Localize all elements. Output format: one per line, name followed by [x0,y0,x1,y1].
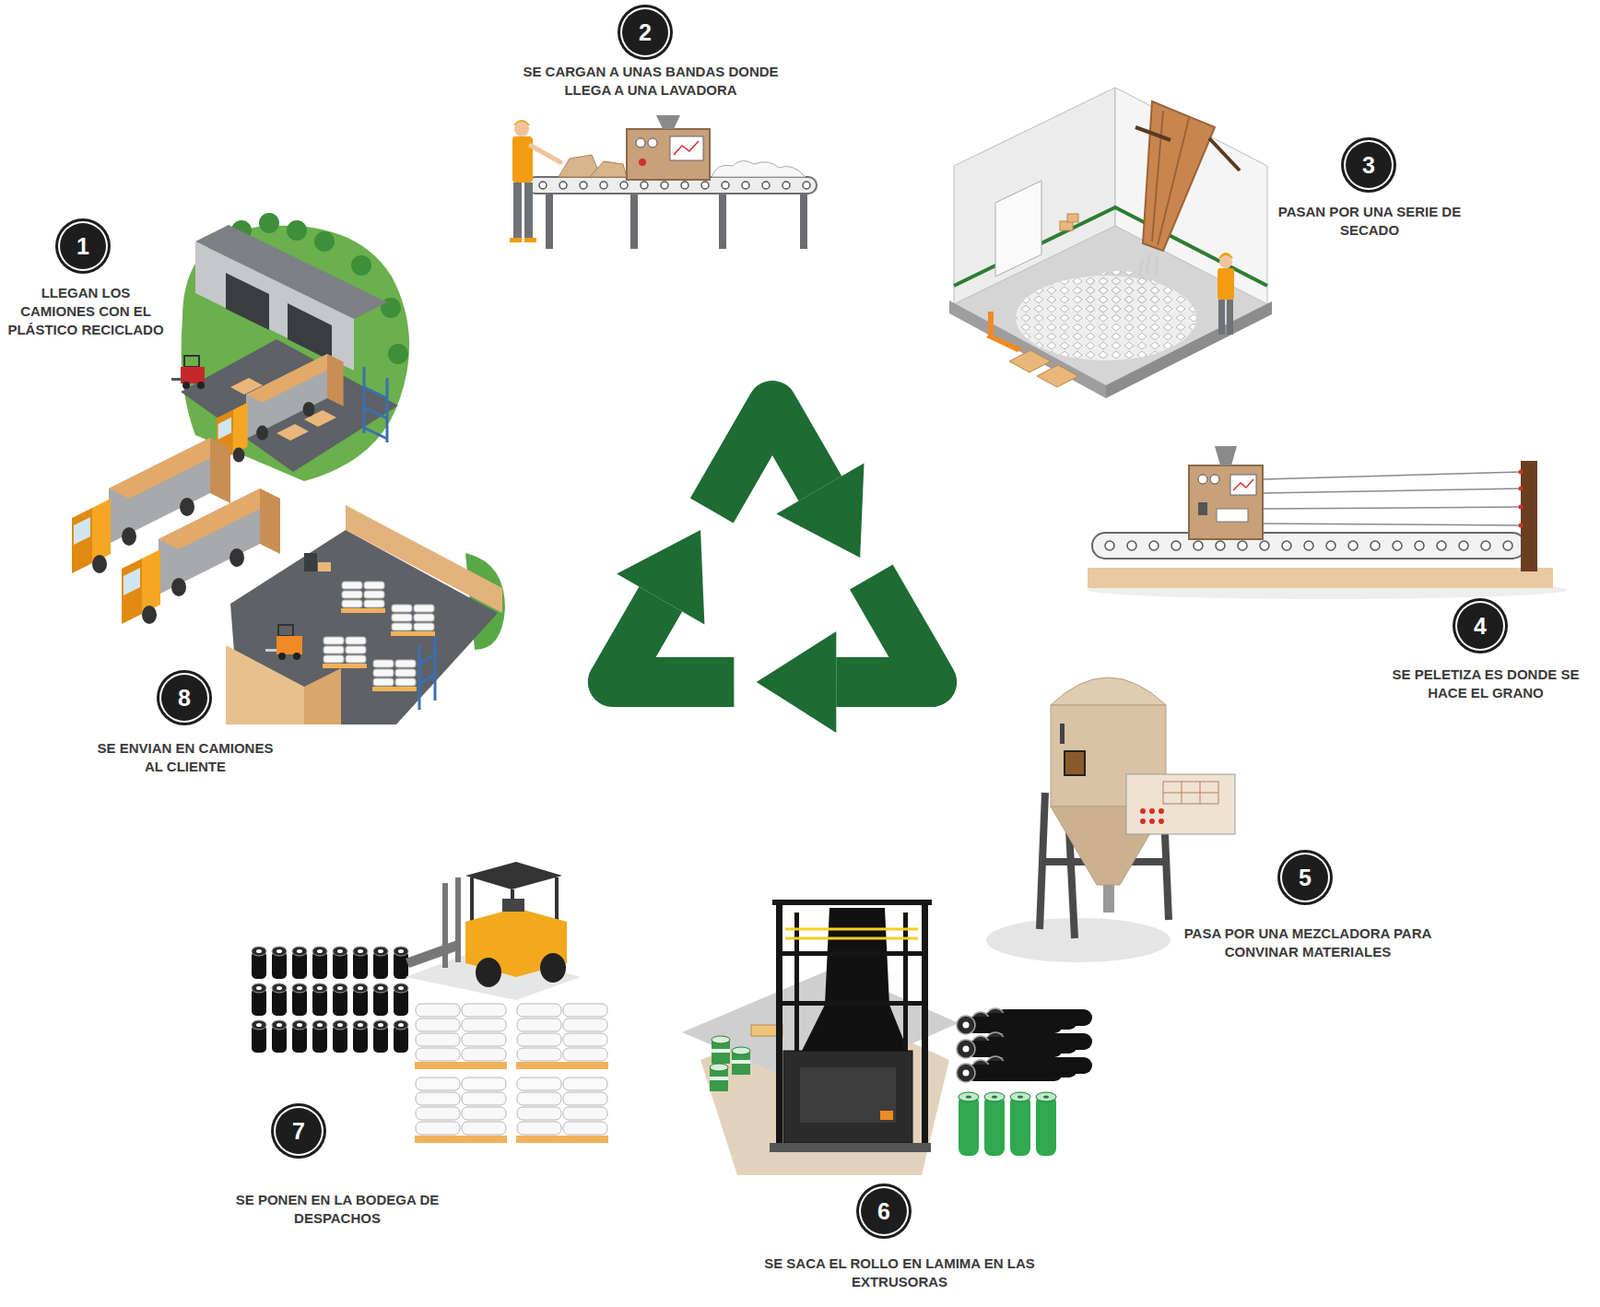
callout-number: 1 [76,235,90,259]
step-number-circle: 4 [1457,602,1504,649]
step-caption: SE PONEN EN LA BODEGA DE DESPACHOS [226,1190,448,1228]
process-step: 4 SE PELETIZA ES DONDE SE HACE EL GRANO [1382,602,1589,703]
step-caption: PASA POR UNA MEZCLADORA PARA CONVINAR MA… [1183,924,1433,962]
process-step: 2 SE CARGAN A UNAS BANDAS DONDE LLEGA A U… [512,9,789,100]
shipping-dock [71,437,506,725]
step-caption: SE ENVIAN EN CAMIONES AL CLIENTE [93,739,278,777]
callout-number: 8 [177,686,191,710]
step-number-circle: 7 [275,1107,322,1154]
step-caption: SE PELETIZA ES DONDE SE HACE EL GRANO [1382,665,1589,703]
step-number-circle: 2 [622,9,669,56]
dispatch-storage [248,861,609,1143]
process-step: 1LLEGAN LOS CAMIONES CON EL PLÁSTICO REC… [7,223,165,340]
mixer [986,677,1236,963]
callout-number: 3 [1362,153,1376,177]
callout-number: 5 [1298,866,1312,890]
process-step: 8 SE ENVIAN EN CAMIONES AL CLIENTE [93,674,278,777]
recycle-symbol [566,405,963,762]
step-number-circle: 3 [1345,141,1392,189]
step-caption: SE SACA EL ROLLO EN LAMIMA EN LAS EXTRUS… [761,1254,1038,1292]
step-number-circle: 8 [161,674,208,721]
step-caption: SE CARGAN A UNAS BANDAS DONDE LLEGA A UN… [512,62,789,100]
process-step: 3PASAN POR UNA SERIE DE SECADO [1268,141,1471,240]
callout-number: 7 [292,1119,306,1143]
step-number-circle: 6 [860,1188,907,1235]
step-caption: PASAN POR UNA SERIE DE SECADO [1268,202,1471,240]
process-step: 7 SE PONEN EN LA BODEGA DE DESPACHOS [226,1107,448,1228]
process-step: 5PASA POR UNA MEZCLADORA PARA CONVINAR M… [1183,854,1433,962]
drying-room [949,87,1272,399]
step-number-circle: 5 [1282,854,1329,901]
step-number-circle: 1 [59,223,106,270]
extruder [682,899,1093,1176]
callout-number: 2 [638,21,652,45]
step-caption: LLEGAN LOS CAMIONES CON EL PLÁSTICO RECI… [7,283,165,340]
conveyor-washer [509,115,817,249]
callout-number: 6 [877,1200,891,1224]
pelletizer [1087,446,1567,600]
process-step: 6 SE SACA EL ROLLO EN LAMIMA EN LAS EXTRU… [761,1188,1038,1292]
callout-number: 4 [1473,614,1487,638]
